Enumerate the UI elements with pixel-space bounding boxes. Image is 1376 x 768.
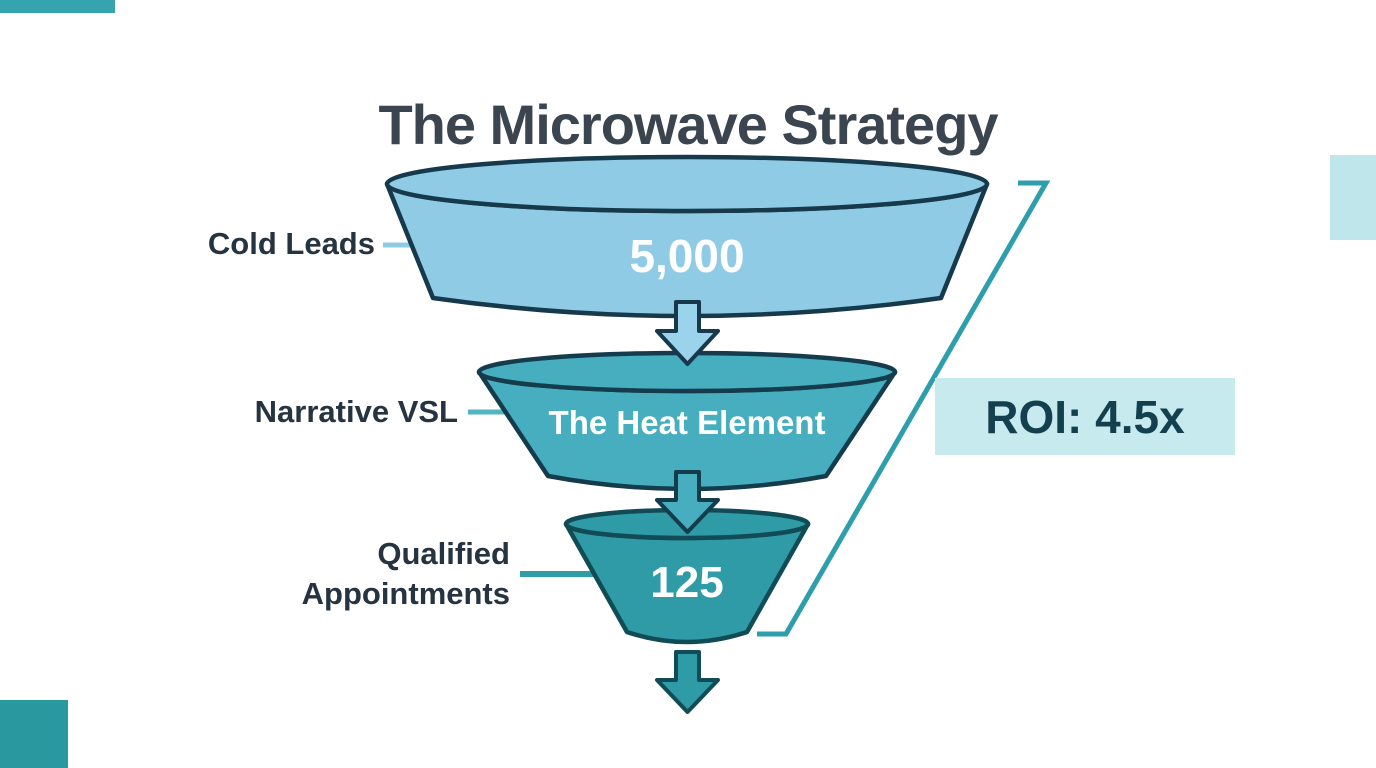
- stage-3-label-line-1: Qualified: [377, 536, 510, 571]
- accent-square-top-left: [0, 0, 115, 13]
- page-title: The Microwave Strategy: [378, 92, 998, 156]
- stage-3-label-line-2: Appointments: [301, 576, 510, 612]
- funnel-stage-2: The Heat Element: [476, 350, 898, 492]
- stage-1-value: 5,000: [629, 230, 744, 282]
- stage-3-value: 125: [650, 558, 723, 607]
- stage-2-label: Narrative VSL: [254, 394, 458, 429]
- arrow-down-icon-2: [655, 470, 720, 534]
- arrow-down-icon-3: [655, 650, 720, 714]
- stage-2-value: The Heat Element: [549, 404, 826, 441]
- funnel-stage-1-rim: [384, 154, 990, 214]
- roi-badge: ROI: 4.5x: [935, 378, 1235, 455]
- funnel-stage-1: 5,000: [384, 154, 990, 319]
- roi-badge-text: ROI: 4.5x: [985, 390, 1185, 443]
- accent-square-right: [1330, 155, 1376, 240]
- arrow-down-icon-1: [655, 300, 720, 366]
- stage-3-label: Qualified Appointments: [302, 534, 510, 615]
- roi-bracket-line: [757, 180, 1051, 637]
- stage-1-label: Cold Leads: [207, 226, 375, 261]
- accent-square-bottom-left: [0, 700, 68, 768]
